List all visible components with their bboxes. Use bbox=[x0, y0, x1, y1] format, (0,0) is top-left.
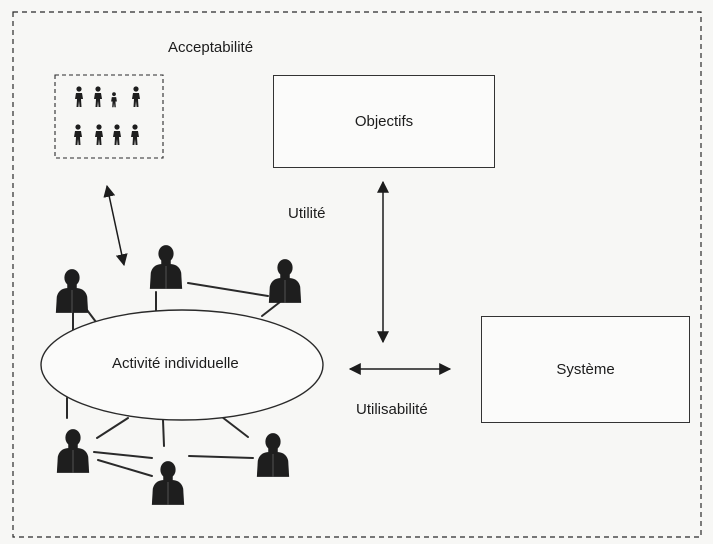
person-bust-icon bbox=[151, 460, 185, 506]
activity-label: Activité individuelle bbox=[112, 355, 239, 372]
utility-label: Utilité bbox=[288, 205, 326, 222]
acceptability-group-box bbox=[54, 74, 164, 159]
person-bust-icon bbox=[149, 244, 183, 290]
person-bust-icon bbox=[268, 258, 302, 304]
person-bust-icon bbox=[56, 428, 90, 474]
objectives-box: Objectifs bbox=[273, 75, 495, 168]
system-label: Système bbox=[556, 361, 615, 378]
people-group-icon bbox=[74, 86, 140, 145]
outer-frame bbox=[12, 11, 702, 538]
person-bust-icon bbox=[55, 268, 89, 314]
acceptability-label: Acceptabilité bbox=[168, 39, 254, 56]
usability-label: Utilisabilité bbox=[356, 401, 428, 418]
person-bust-icon bbox=[256, 432, 290, 478]
objectives-label: Objectifs bbox=[354, 113, 414, 130]
acceptability-arrow bbox=[103, 184, 128, 267]
system-box: Système bbox=[481, 316, 690, 423]
person-network-lines bbox=[66, 282, 281, 477]
activity-ellipse bbox=[40, 309, 324, 421]
